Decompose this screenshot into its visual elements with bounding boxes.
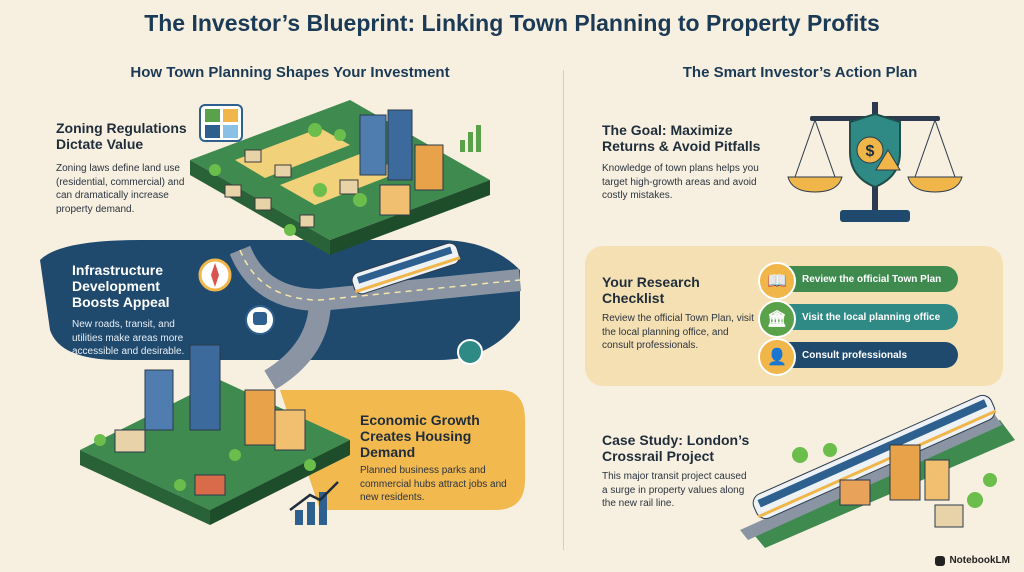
goal-body: Knowledge of town plans helps you target… <box>602 163 759 201</box>
case-title: Case Study: London’s Crossrail Project <box>602 432 750 465</box>
dollar-shield-icon: $ <box>849 112 901 189</box>
checklist-item-label: Visit the local planning office <box>802 311 941 323</box>
goal-title: The Goal: Maximize Returns & Avoid Pitfa… <box>602 122 761 155</box>
infrastructure-title: Infrastructure Development Boosts Appeal <box>72 262 170 311</box>
left-section-heading: How Town Planning Shapes Your Investment <box>130 64 450 81</box>
building-icon: 🏛 <box>758 300 796 338</box>
case-body: This major transit project caused a surg… <box>602 471 747 509</box>
checklist-item-professionals[interactable]: 👤 Consult professionals <box>758 338 958 376</box>
right-section-heading: The Smart Investor’s Action Plan <box>682 64 918 81</box>
economic-body: Planned business parks and commercial hu… <box>360 465 507 503</box>
center-divider <box>563 70 564 550</box>
zoning-body: Zoning laws define land use (residential… <box>56 163 185 215</box>
train-icon <box>245 305 275 335</box>
svg-text:$: $ <box>866 143 875 160</box>
economic-title: Economic Growth Creates Housing Demand <box>360 412 480 461</box>
zoning-title: Zoning Regulations Dictate Value <box>56 120 187 153</box>
notebook-icon <box>935 555 946 566</box>
compass-icon <box>198 258 232 292</box>
brand-label: NotebookLM <box>949 555 1010 566</box>
infrastructure-body: New roads, transit, and utilities make a… <box>72 319 185 357</box>
checklist-item-planning-office[interactable]: 🏛 Visit the local planning office <box>758 300 958 338</box>
checklist-item-label: Review the official Town Plan <box>802 273 942 285</box>
checklist-item-label: Consult professionals <box>802 349 908 361</box>
checklist-body: Review the official Town Plan, visit the… <box>602 313 754 351</box>
growth-chart-icon <box>289 481 339 525</box>
page-title: The Investor’s Blueprint: Linking Town P… <box>144 10 880 36</box>
scales-icon: $ <box>787 102 963 222</box>
person-icon: 👤 <box>758 338 796 376</box>
crossrail-illustration <box>740 394 1015 548</box>
brand-badge: NotebookLM <box>935 555 1010 566</box>
book-icon: 📖 <box>758 262 796 300</box>
checklist-title: Your Research Checklist <box>602 274 700 307</box>
town-planning-illustration <box>40 100 525 525</box>
checklist-item-town-plan[interactable]: 📖 Review the official Town Plan <box>758 262 958 300</box>
